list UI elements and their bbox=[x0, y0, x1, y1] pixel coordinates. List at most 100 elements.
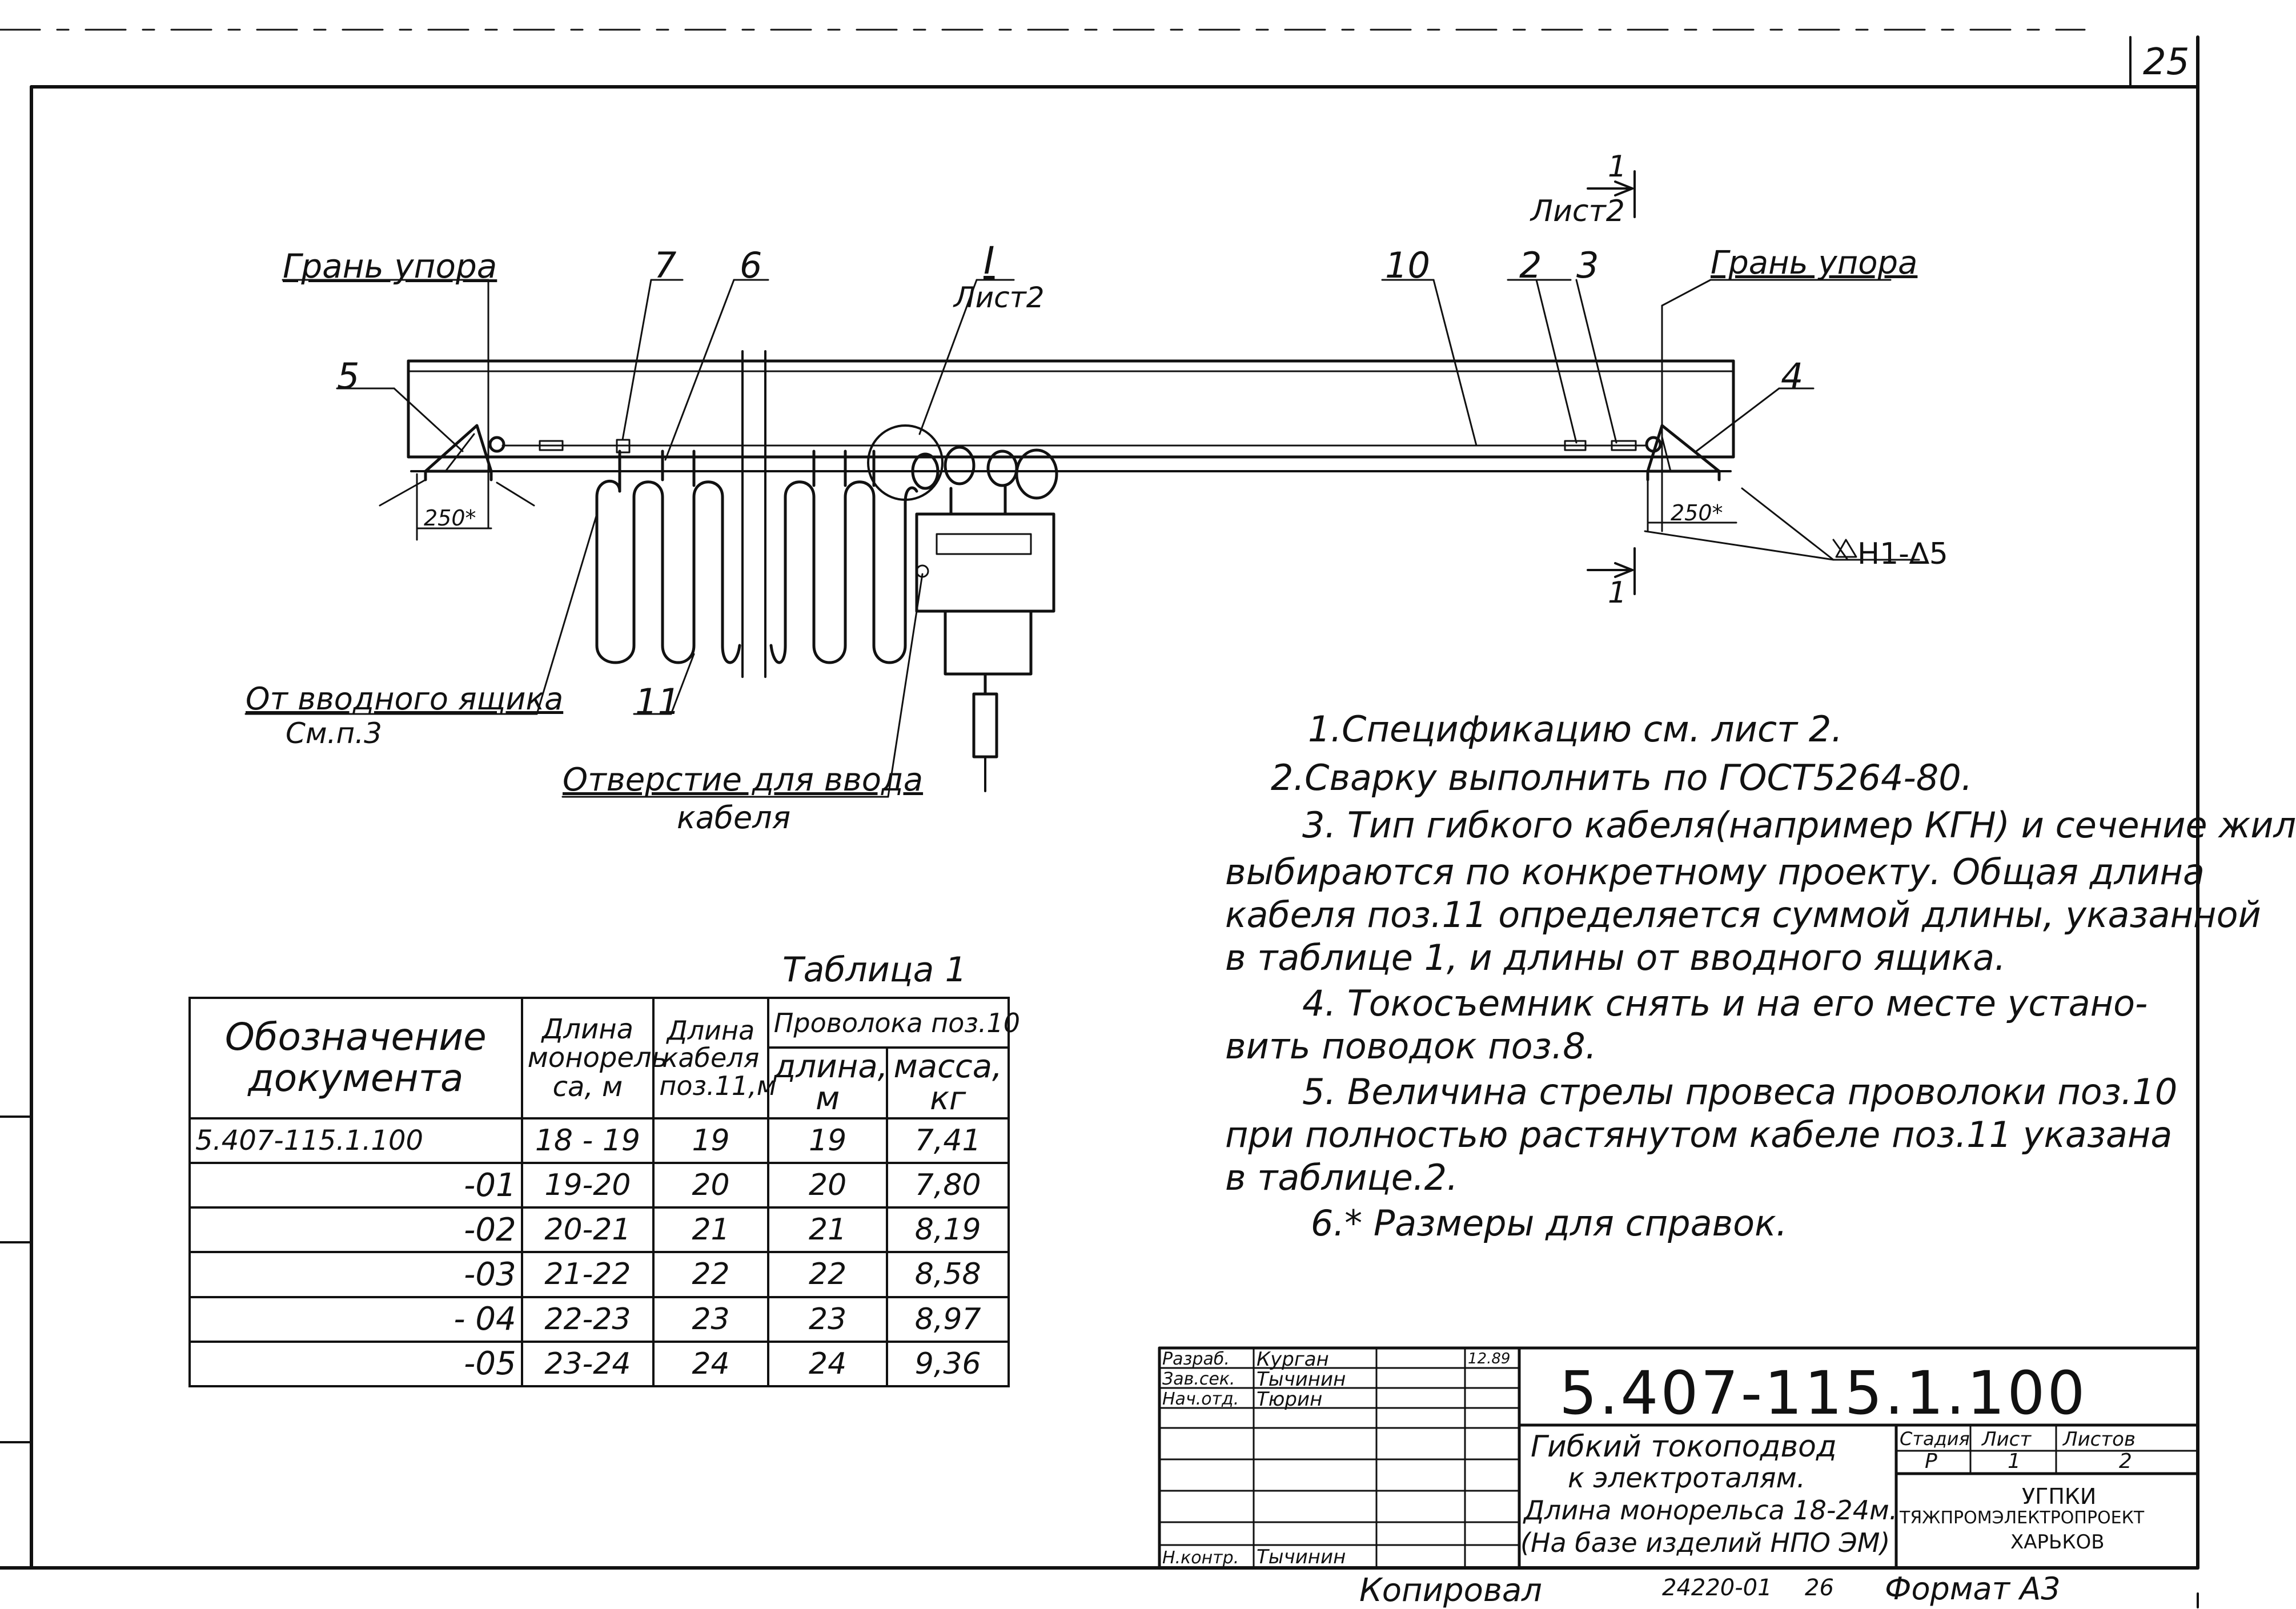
tb-role-head-sector: Зав.сек. bbox=[1162, 1369, 1235, 1389]
note-line-7: 4. Токосъемник снять и на его месте уста… bbox=[1302, 982, 2148, 1024]
table1-cell-wire-mass: 9,36 bbox=[886, 1340, 1010, 1388]
table1-cell-cable: 23 bbox=[652, 1295, 769, 1343]
table1-cell-cable: 20 bbox=[652, 1162, 769, 1209]
tb-org-line-1: УГПКИ bbox=[2022, 1484, 2097, 1509]
note-line-11: в таблице.2. bbox=[1225, 1157, 1458, 1198]
tb-date-developer: 12.89 bbox=[1468, 1350, 1511, 1367]
table1-cell-wire-mass: 7,41 bbox=[886, 1117, 1010, 1165]
tb-role-head-dept: Нач.отд. bbox=[1162, 1389, 1239, 1409]
table1-caption: Таблица 1 bbox=[782, 950, 967, 990]
tb-stage-label: Стадия bbox=[1900, 1428, 1970, 1450]
note-line-12: 6.* Размеры для справок. bbox=[1311, 1202, 1788, 1244]
left-stop bbox=[424, 424, 505, 482]
position-6: 6 bbox=[740, 244, 762, 286]
position-2: 2 bbox=[1519, 244, 1542, 286]
table1-header-designation: Обозначение документа bbox=[188, 997, 523, 1120]
table1-cell-wire-mass: 8,58 bbox=[886, 1251, 1010, 1298]
electric-hoist bbox=[867, 424, 1058, 792]
note-line-5: кабеля поз.11 определяется суммой длины,… bbox=[1225, 894, 2261, 936]
table-row: -01 19-20 20 20 7,80 bbox=[188, 1162, 1010, 1209]
table1-cell-rail: 19-20 bbox=[520, 1162, 655, 1209]
tb-stage-value: Р bbox=[1925, 1450, 1937, 1473]
table1-cell-doc: -05 bbox=[188, 1340, 523, 1388]
monorail-beam bbox=[407, 359, 1735, 472]
table1-cell-cable: 21 bbox=[652, 1206, 769, 1254]
title-block-grid bbox=[1158, 1346, 2199, 1570]
dimension-right: 250* bbox=[1671, 500, 1723, 525]
wire-pos10 bbox=[501, 439, 1646, 454]
table1-cell-wire-length: 20 bbox=[766, 1162, 889, 1209]
table1-header-rail-length: Длина монорель са, м bbox=[520, 997, 668, 1120]
section-bottom-number: 1 bbox=[1608, 576, 1627, 610]
tb-title-line-4: (На базе изделий НПО ЭМ) bbox=[1520, 1527, 1890, 1558]
section-marks bbox=[1587, 170, 1636, 595]
section-top-number: 1 bbox=[1608, 150, 1627, 184]
table1-header-wire-length: длина, м bbox=[766, 1046, 889, 1120]
dimension-left: 250* bbox=[424, 505, 476, 531]
table1-cell-rail: 20-21 bbox=[520, 1206, 655, 1254]
table1-cell-doc: - 04 bbox=[188, 1295, 523, 1343]
label-cable-hole-2: кабеля bbox=[677, 800, 791, 836]
break-lines bbox=[741, 350, 766, 678]
table1-cell-doc: 5.407-115.1.100 bbox=[188, 1117, 523, 1165]
page-number: 25 bbox=[2143, 41, 2190, 83]
table-row: -02 20-21 21 21 8,19 bbox=[188, 1206, 1010, 1254]
tb-sheets-value: 2 bbox=[2119, 1450, 2132, 1473]
tb-sheet-value: 1 bbox=[2008, 1450, 2021, 1473]
tb-role-norm-control: Н.контр. bbox=[1162, 1548, 1239, 1568]
tb-org-line-2: ТЯЖПРОМЭЛЕКТРОПРОЕКТ bbox=[1900, 1508, 2145, 1528]
tb-name-head-dept: Тюрин bbox=[1257, 1388, 1323, 1411]
note-line-10: при полностью растянутом кабеле поз.11 у… bbox=[1225, 1114, 2173, 1155]
tb-title-line-2: к электроталям. bbox=[1568, 1462, 1805, 1494]
tb-role-developer: Разраб. bbox=[1162, 1349, 1230, 1369]
note-line-4: выбираются по конкретному проекту. Общая… bbox=[1225, 851, 2205, 893]
position-3: 3 bbox=[1576, 244, 1599, 286]
label-face-right: Грань упора bbox=[1711, 244, 1918, 282]
tb-sheets-label: Листов bbox=[2063, 1428, 2136, 1451]
note-line-1: 1.Спецификацию см. лист 2. bbox=[1308, 708, 1843, 750]
right-stop bbox=[1645, 424, 1721, 482]
table-row: -05 23-24 24 24 9,36 bbox=[188, 1340, 1010, 1388]
title-block-designation: 5.407-115.1.100 bbox=[1559, 1358, 2088, 1428]
note-line-3: 3. Тип гибкого кабеля(например КГН) и се… bbox=[1302, 804, 2296, 846]
table1-cell-wire-length: 23 bbox=[766, 1295, 889, 1343]
table-row: -03 21-22 22 22 8,58 bbox=[188, 1251, 1010, 1298]
tb-name-developer: Курган bbox=[1257, 1348, 1329, 1371]
table1-cell-wire-length: 24 bbox=[766, 1340, 889, 1388]
position-5: 5 bbox=[337, 355, 360, 397]
position-4: 4 bbox=[1781, 355, 1804, 397]
note-line-8: вить поводок поз.8. bbox=[1225, 1025, 1597, 1067]
table1-cell-rail: 21-22 bbox=[520, 1251, 655, 1298]
table-row: 5.407-115.1.100 18 - 19 19 19 7,41 bbox=[188, 1117, 1010, 1165]
table1-cell-doc: -02 bbox=[188, 1206, 523, 1254]
frame bbox=[0, 35, 2199, 1608]
table1-cell-cable: 19 bbox=[652, 1117, 769, 1165]
table1-cell-cable: 24 bbox=[652, 1340, 769, 1388]
node-I-sheet: Лист2 bbox=[954, 281, 1045, 314]
node-I-label: I bbox=[984, 239, 995, 283]
tb-name-norm-control: Тычинин bbox=[1257, 1546, 1346, 1568]
position-10: 10 bbox=[1385, 244, 1430, 286]
note-line-2: 2.Сварку выполнить по ГОСТ5264-80. bbox=[1271, 757, 1973, 799]
table1-cell-rail: 22-23 bbox=[520, 1295, 655, 1343]
table1-cell-wire-mass: 8,97 bbox=[886, 1295, 1010, 1343]
table1-cell-cable: 22 bbox=[652, 1251, 769, 1298]
position-11: 11 bbox=[635, 681, 680, 723]
table1-cell-wire-mass: 8,19 bbox=[886, 1206, 1010, 1254]
table1: Обозначение документа Длина монорель са,… bbox=[188, 996, 1020, 1388]
note-line-9: 5. Величина стрелы провеса проволоки поз… bbox=[1302, 1071, 2178, 1113]
section-top-sheet: Лист2 bbox=[1531, 194, 1625, 228]
table1-cell-doc: -01 bbox=[188, 1162, 523, 1209]
note-line-6: в таблице 1, и длины от вводного ящика. bbox=[1225, 937, 2006, 978]
copy-number: 26 bbox=[1805, 1575, 1834, 1601]
leader-lines bbox=[244, 279, 1920, 798]
label-cable-hole: Отверстие для ввода bbox=[563, 761, 924, 799]
archive-number: 24220-01 bbox=[1662, 1575, 1772, 1601]
tb-title-line-1: Гибкий токоподвод bbox=[1531, 1430, 1837, 1464]
table-row: - 04 22-23 23 23 8,97 bbox=[188, 1295, 1010, 1343]
position-7: 7 bbox=[654, 244, 677, 286]
tb-name-head-sector: Тычинин bbox=[1257, 1368, 1346, 1391]
table1-header-wire-mass: масса, кг bbox=[886, 1046, 1010, 1120]
table1-cell-rail: 23-24 bbox=[520, 1340, 655, 1388]
